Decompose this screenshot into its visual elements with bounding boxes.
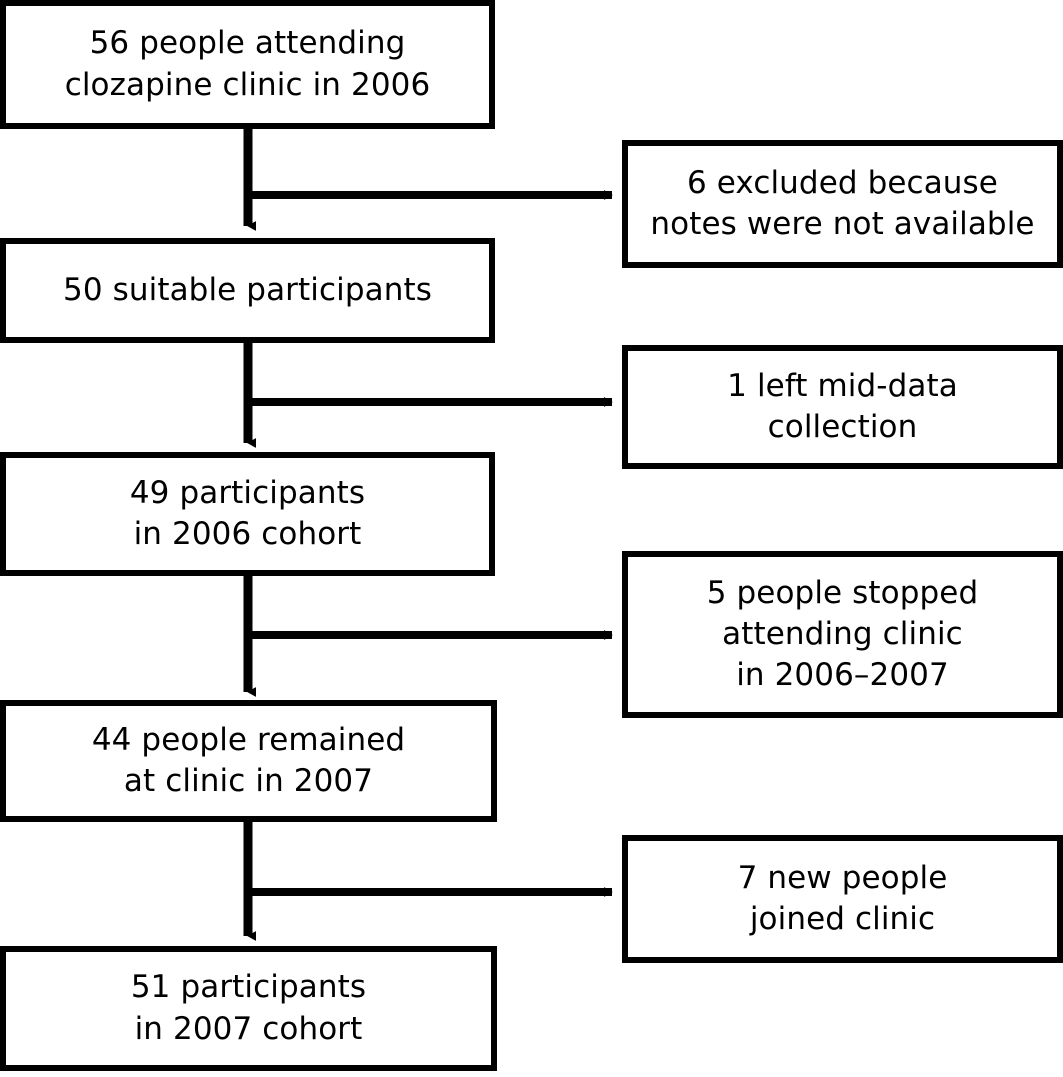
node-label: 1 left mid-data collection — [727, 367, 958, 445]
node-1-left-mid-data-collection: 1 left mid-data collection — [622, 345, 1063, 469]
node-label: 6 excluded because notes were not availa… — [650, 164, 1035, 242]
node-label: 50 suitable participants — [63, 271, 432, 308]
node-label: 49 participants in 2006 cohort — [129, 474, 366, 552]
node-50-suitable-participants: 50 suitable participants — [0, 238, 495, 343]
node-51-participants-2007-cohort: 51 participants in 2007 cohort — [0, 946, 497, 1071]
node-label: 5 people stopped attending clinic in 200… — [706, 574, 979, 694]
node-label: 56 people attending clozapine clinic in … — [64, 25, 431, 103]
node-label: 51 participants in 2007 cohort — [130, 969, 367, 1047]
node-49-participants-2006-cohort: 49 participants in 2006 cohort — [0, 452, 495, 576]
node-label: 7 new people joined clinic — [737, 859, 948, 937]
node-5-people-stopped-attending: 5 people stopped attending clinic in 200… — [622, 551, 1063, 718]
node-56-attending-clozapine-clinic: 56 people attending clozapine clinic in … — [0, 0, 495, 129]
node-6-excluded-notes-unavailable: 6 excluded because notes were not availa… — [622, 140, 1063, 268]
node-7-new-people-joined-clinic: 7 new people joined clinic — [622, 835, 1063, 963]
node-44-people-remained-2007: 44 people remained at clinic in 2007 — [0, 700, 497, 822]
node-label: 44 people remained at clinic in 2007 — [91, 721, 406, 799]
